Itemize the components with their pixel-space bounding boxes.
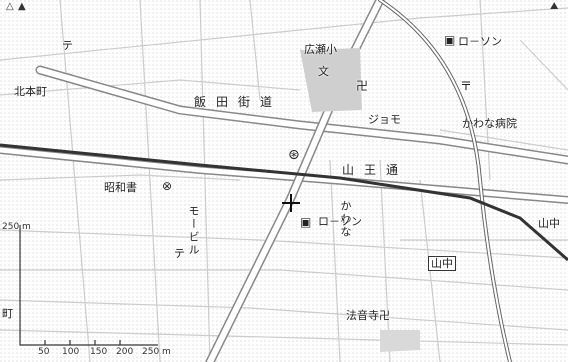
scale-tick-200: 200 (116, 347, 134, 357)
school-icon: 文 (318, 65, 329, 78)
station-icon: ⊛ (288, 147, 300, 163)
label-yamanaka-box: 山中 (428, 256, 456, 271)
label-yamanaka-right: 山中 (538, 217, 560, 230)
scale-tick-50: 50 (38, 347, 50, 357)
shrine-icon: ▣ (300, 215, 312, 229)
label-te: テ (62, 39, 73, 52)
scale-tick-150: 150 (90, 347, 108, 357)
hospital-icon: ⊗ (162, 179, 173, 193)
mountain-icon: ⛰ (550, 1, 559, 12)
crosshair-marker (282, 194, 300, 212)
scale-tick-100: 100 (62, 347, 80, 357)
label-kawana-vert: かわな (339, 200, 352, 239)
scale-length-label: 250 m (2, 222, 31, 232)
bank-icon: 卍 (356, 79, 369, 93)
label-machi: 町 (2, 307, 13, 320)
flag-icon: ▲ (18, 1, 26, 12)
label-lawson-center: ロ－ソン (318, 215, 362, 228)
scale-tick-250: 250 m (142, 347, 171, 357)
label-sanno: 山王通 (342, 163, 409, 177)
label-showa-kan: 昭和書 (104, 181, 137, 194)
label-kawana-hospital: かわな病院 (462, 117, 517, 130)
label-lawson-top: ロ－ソン (458, 35, 502, 48)
triangle-icon: △ (6, 1, 14, 12)
label-ten: テ (174, 247, 185, 260)
convenience-store-icon: ▣ (444, 33, 456, 47)
label-kotoku: 法音寺卍 (346, 309, 390, 322)
label-mobil: モービル (187, 205, 200, 257)
postoffice-icon: 〒 (460, 79, 473, 93)
label-kitamoto: 北本町 (14, 85, 47, 98)
label-hirose: 広瀬小 (304, 43, 337, 56)
label-jose: ジョモ (368, 113, 401, 126)
label-hanno-kaido: 飯田街道 (194, 95, 283, 109)
